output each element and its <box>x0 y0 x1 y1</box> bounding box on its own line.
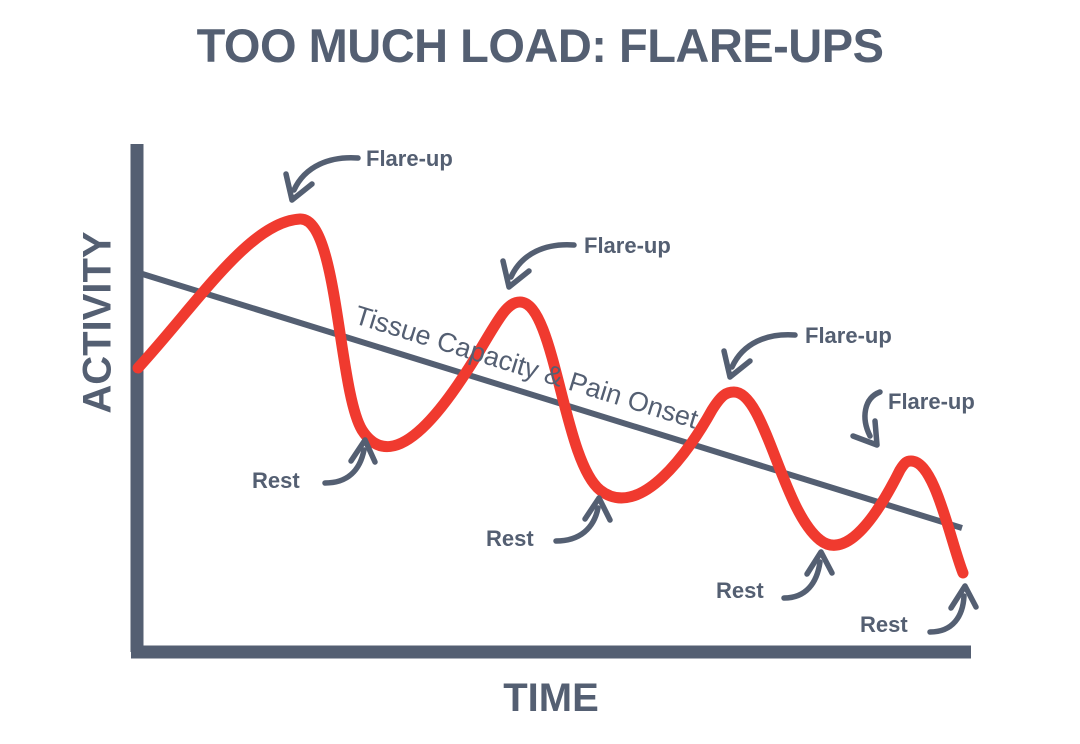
flare-up-arrow-2 <box>500 242 577 290</box>
flare-up-arrow-4 <box>850 389 883 448</box>
flare-up-label-3: Flare-up <box>805 323 892 348</box>
flare-up-arrow-1 <box>283 155 361 203</box>
flare-up-label-4: Flare-up <box>888 389 975 414</box>
rest-label-1: Rest <box>252 468 300 493</box>
rest-label-3: Rest <box>716 578 764 603</box>
flare-up-label-2: Flare-up <box>584 233 671 258</box>
flare-up-label-1: Flare-up <box>366 146 453 171</box>
capacity-threshold-line <box>135 269 963 531</box>
activity-curve <box>132 213 969 579</box>
rest-label-2: Rest <box>486 526 534 551</box>
x-axis-label: TIME <box>503 676 599 720</box>
page-title: TOO MUCH LOAD: FLARE-UPS <box>196 19 884 72</box>
rest-arrow-4 <box>927 583 979 635</box>
rest-arrow-1 <box>322 437 378 486</box>
rest-arrow-2 <box>553 495 613 544</box>
rest-arrow-3 <box>781 549 835 601</box>
rest-label-4: Rest <box>860 612 908 637</box>
flare-up-arrow-3 <box>721 332 798 380</box>
